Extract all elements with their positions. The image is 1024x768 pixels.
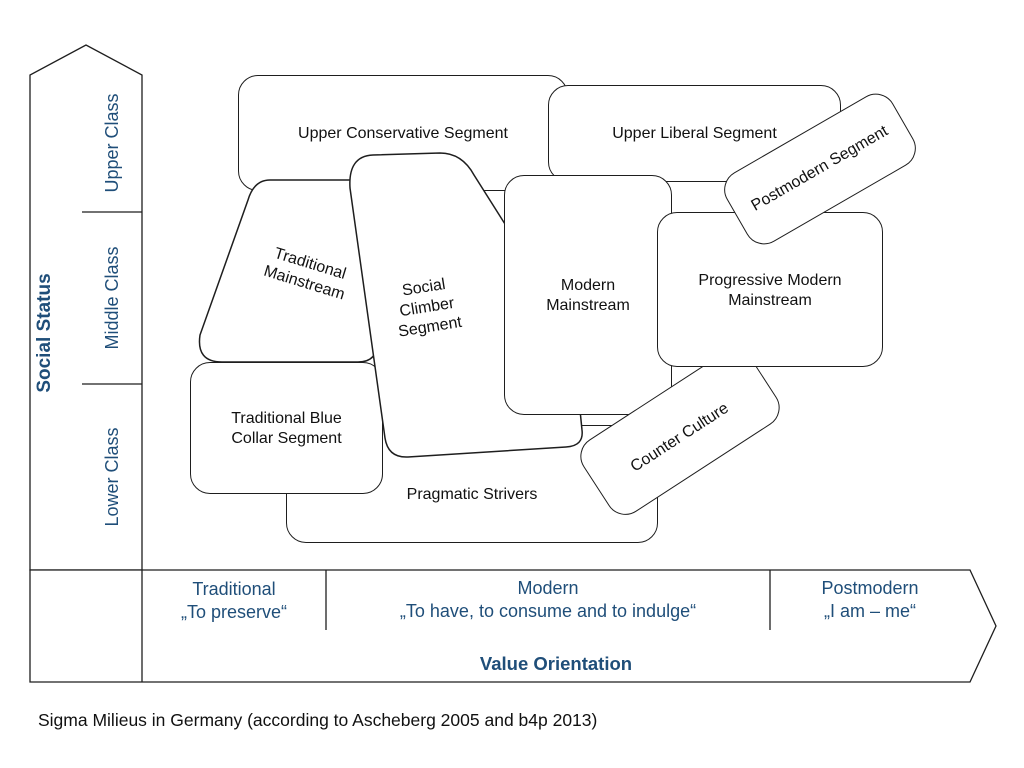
pragmatic-strivers-label: Pragmatic Strivers [406,486,538,503]
progressive-modern-label: Progressive Modern Mainstream [698,272,842,309]
value-orientation-title: Value Orientation [479,653,633,674]
modern-mainstream-label: Modern Mainstream [546,277,630,314]
modern-mainstream-box [504,175,672,415]
orientation-modern-name: Modern [517,578,579,598]
traditional-blue-collar-label: Traditional Blue Collar Segment [231,410,342,447]
value-orientation-arrow [29,569,997,683]
orientation-traditional-name: Traditional [192,579,276,599]
orientation-postmodern-name: Postmodern [821,578,919,598]
orientation-postmodern-motto: „I am – me“ [823,601,916,621]
upper-conservative-segment-label: Upper Conservative Segment [298,125,508,142]
orientation-modern-motto: „To have, to consume and to indulge“ [399,601,697,621]
traditional-blue-collar-box [190,362,383,494]
diagram-caption: Sigma Milieus in Germany (according to A… [38,710,598,730]
upper-liberal-segment-label: Upper Liberal Segment [612,125,777,142]
orientation-traditional-motto: „To preserve“ [180,602,288,622]
